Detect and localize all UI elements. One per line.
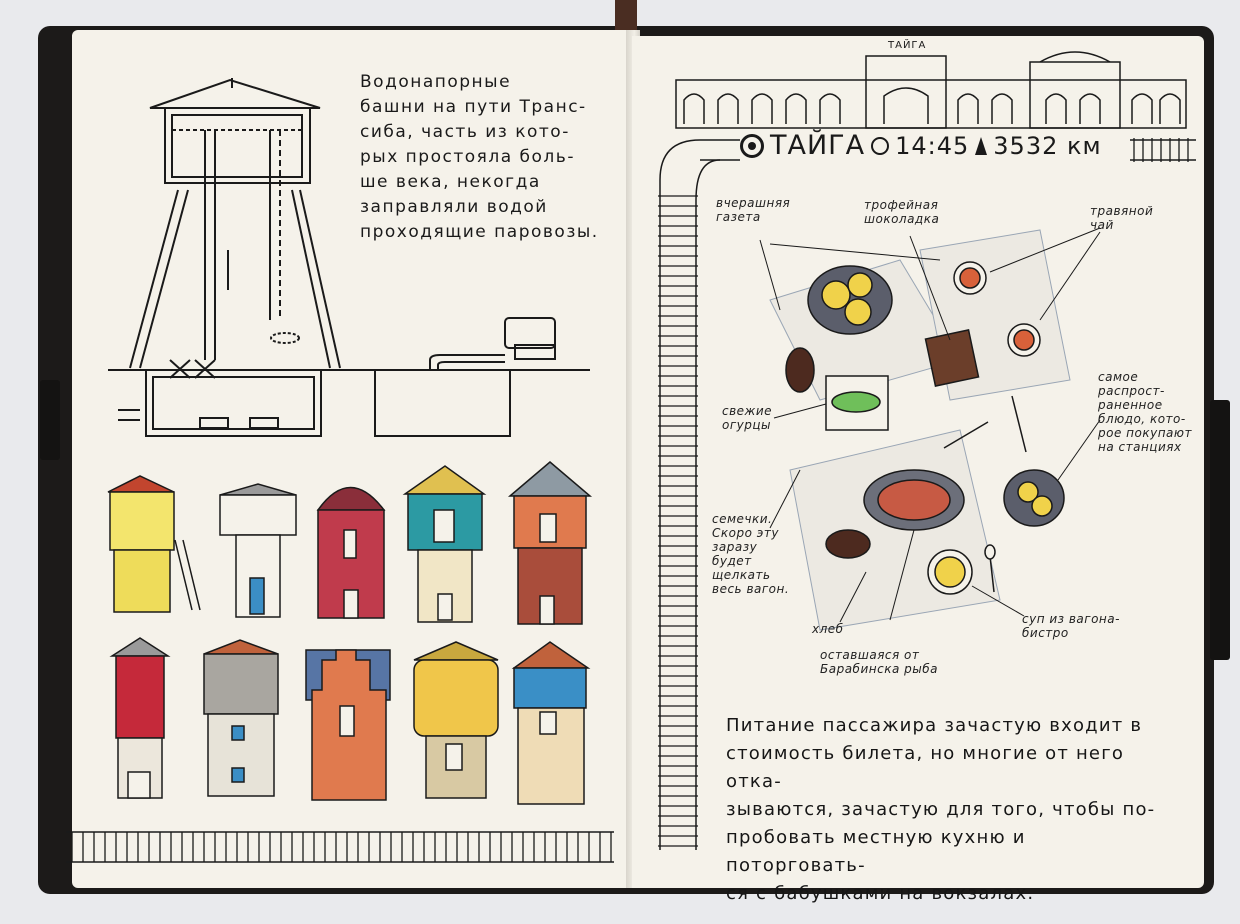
distance: 3532 км [993, 131, 1102, 160]
note-cucumbers: свежие огурцы [722, 404, 773, 432]
tower-gothic [305, 649, 391, 801]
tower-grey [203, 639, 279, 797]
railway-track-vertical [659, 139, 721, 850]
potato-plate-2 [1003, 469, 1065, 527]
tower-red [316, 486, 386, 619]
bread-pieces [785, 347, 871, 559]
arrival-time: 14:45 [895, 131, 970, 160]
cutlery [943, 395, 1027, 593]
tower-caption: Водонапорные башни на пути Транс- сиба, … [360, 72, 599, 242]
tower-red-small [109, 637, 171, 799]
potato-plate [807, 265, 893, 335]
tower-brick [507, 461, 593, 625]
tower-yellow [107, 475, 201, 613]
chocolate-bar [924, 329, 980, 387]
track-sleepers-right [658, 138, 1189, 847]
note-newspaper: вчерашняя газета [716, 196, 791, 224]
station-building [675, 51, 1187, 129]
callout-lines [759, 227, 1101, 623]
tower-white [219, 483, 297, 618]
elastic-band-right [1210, 400, 1230, 660]
note-chocolate: трофейная шоколадка [864, 198, 940, 226]
soup-bowl [927, 549, 973, 595]
distance-marker-icon [975, 136, 988, 155]
target-icon [740, 133, 764, 158]
station-sign: ТАЙГА [888, 40, 927, 51]
tower-teal [402, 465, 487, 623]
note-tea: травяной чай [1090, 204, 1154, 232]
clock-icon [871, 136, 890, 155]
passenger-food-caption: Питание пассажира зачастую входит в стои… [726, 715, 1156, 904]
elastic-band-left [40, 380, 60, 460]
note-bread: хлеб [812, 622, 844, 636]
tower-cross-section [108, 78, 590, 437]
fish-plate [863, 469, 965, 531]
tea-cups [953, 261, 1041, 357]
note-potato: самое распрост- раненное блюдо, кото- ро… [1098, 370, 1192, 454]
note-seeds: семечки. Скоро эту заразу будет щелкать … [712, 512, 790, 596]
cucumber-bowl [825, 375, 889, 431]
station-name: ТАЙГА [770, 130, 866, 161]
tower-blue [511, 641, 591, 805]
track-sleepers-left [71, 832, 612, 862]
note-fish: оставшаяся от Барабинска рыба [820, 648, 938, 676]
tower-yellow-barrel [413, 641, 499, 799]
station-title: ТАЙГА 14:45 3532 км [740, 130, 1102, 161]
note-soup: суп из вагона- бистро [1022, 612, 1120, 640]
